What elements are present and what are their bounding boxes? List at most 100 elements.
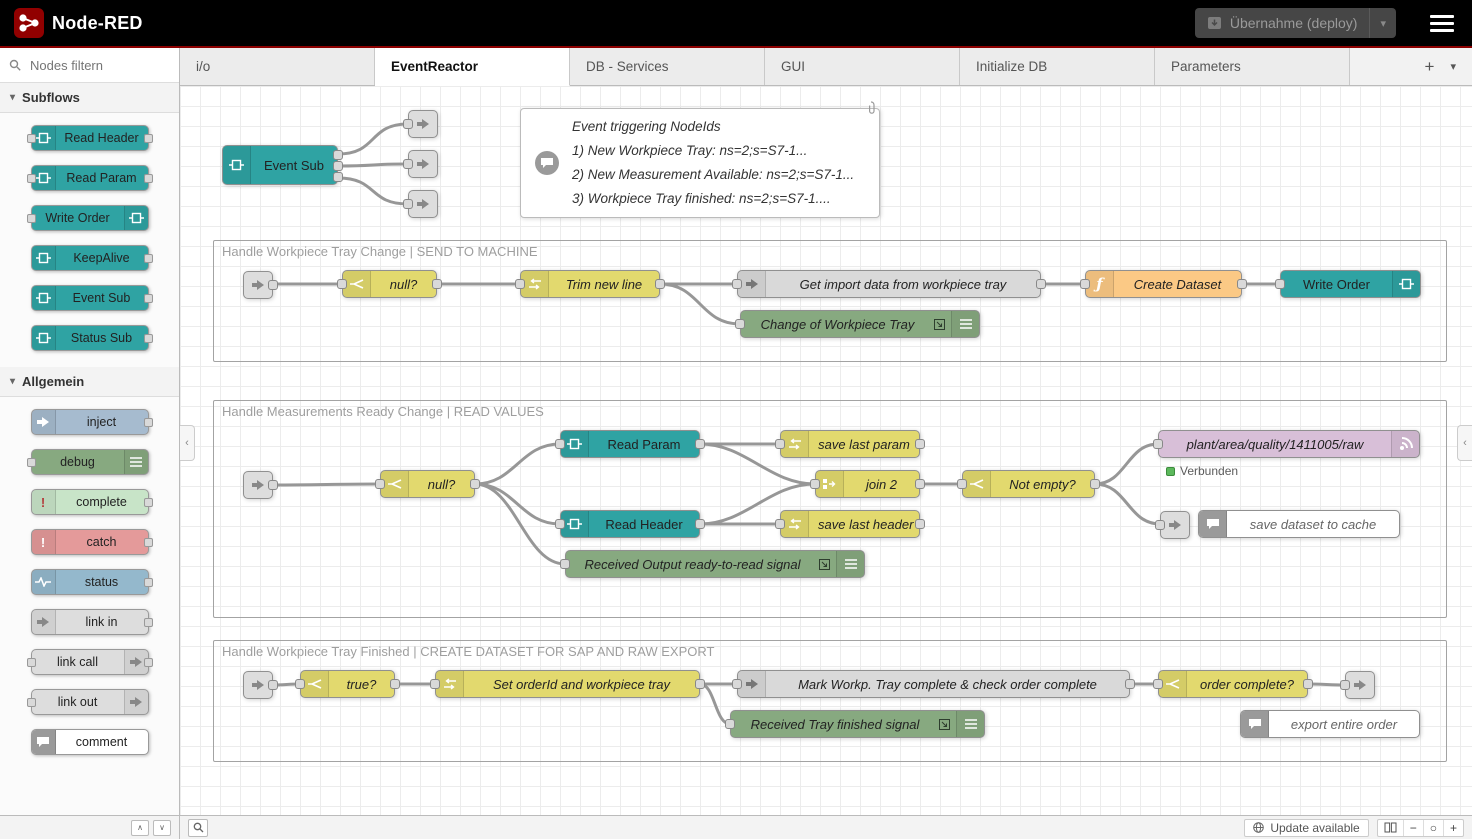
debug-sidebar-icon[interactable] [836, 551, 864, 577]
port-in[interactable] [775, 439, 785, 449]
tab-initialize-db[interactable]: Initialize DB [960, 48, 1155, 85]
flow-list-caret[interactable]: ▾ [1450, 61, 1456, 73]
link-in-node[interactable] [243, 271, 278, 299]
port-in[interactable] [810, 479, 820, 489]
tab-eventreactor[interactable]: EventReactor [375, 48, 570, 86]
palette-node-link-out[interactable]: link out [26, 689, 149, 715]
debug-node-change-of-workpiece-tray[interactable]: Change of Workpiece Tray [735, 310, 980, 338]
group-measurements-ready[interactable]: Handle Measurements Ready Change | READ … [213, 400, 1447, 618]
port-in[interactable] [403, 199, 413, 209]
palette-collapse-handle[interactable]: ‹ [180, 425, 195, 461]
port-in[interactable] [735, 319, 745, 329]
group-workpiece-tray-change[interactable]: Handle Workpiece Tray Change | SEND TO M… [213, 240, 1447, 362]
port-out[interactable] [1036, 279, 1046, 289]
port-in[interactable] [430, 679, 440, 689]
sidebar-expand-handle[interactable]: ‹ [1457, 425, 1472, 461]
debug-node-received-tray-finished[interactable]: Received Tray finished signal [725, 710, 985, 738]
change-node-trim-new-line[interactable]: Trim new line [515, 270, 665, 298]
port-out[interactable] [333, 161, 343, 171]
link-out-node[interactable] [403, 110, 438, 138]
link-out-node[interactable] [403, 190, 438, 218]
comment-node-save-dataset-to-cache[interactable]: save dataset to cache [1198, 510, 1400, 538]
port-out[interactable] [915, 519, 925, 529]
port-out[interactable] [333, 172, 343, 182]
tab-parameters[interactable]: Parameters [1155, 48, 1350, 85]
port-in[interactable] [1080, 279, 1090, 289]
port-out[interactable] [333, 150, 343, 160]
change-node-save-last-param[interactable]: save last param [775, 430, 925, 458]
debug-sidebar-icon[interactable] [951, 311, 979, 337]
port-out[interactable] [268, 680, 278, 690]
port-in[interactable] [1275, 279, 1285, 289]
port-in[interactable] [732, 279, 742, 289]
port-in[interactable] [403, 119, 413, 129]
tab-io[interactable]: i/o [180, 48, 375, 85]
port-out[interactable] [1303, 679, 1313, 689]
port-in[interactable] [725, 719, 735, 729]
palette-node-read-header[interactable]: Read Header [26, 125, 153, 151]
tab-gui[interactable]: GUI [765, 48, 960, 85]
palette-node-link-in[interactable]: link in [30, 609, 153, 635]
port-out[interactable] [268, 280, 278, 290]
port-out[interactable] [1090, 479, 1100, 489]
port-out[interactable] [695, 679, 705, 689]
port-in[interactable] [403, 159, 413, 169]
port-out[interactable] [915, 439, 925, 449]
zoom-in-button[interactable]: + [1442, 819, 1463, 836]
port-out[interactable] [432, 279, 442, 289]
palette-node-status[interactable]: status [30, 569, 153, 595]
debug-sidebar-icon[interactable] [956, 711, 984, 737]
port-in[interactable] [555, 439, 565, 449]
collapse-all-categories-button[interactable]: ∨ [153, 819, 171, 836]
port-in[interactable] [560, 559, 570, 569]
port-in[interactable] [337, 279, 347, 289]
palette-node-link-call[interactable]: link call [26, 649, 153, 675]
subflow-node-read-header[interactable]: Read Header [555, 510, 705, 538]
port-out[interactable] [390, 679, 400, 689]
update-available-badge[interactable]: Update available [1244, 818, 1369, 837]
palette-node-event-sub[interactable]: Event Sub [30, 285, 153, 311]
deploy-options-caret[interactable]: ▾ [1369, 8, 1396, 38]
palette-node-read-param[interactable]: Read Param [26, 165, 153, 191]
port-in[interactable] [1153, 439, 1163, 449]
deploy-button[interactable]: Übernahme (deploy) ▾ [1194, 8, 1396, 38]
port-in[interactable] [1155, 520, 1165, 530]
link-out-node[interactable] [1155, 511, 1190, 539]
port-out[interactable] [1125, 679, 1135, 689]
subflow-node-read-param[interactable]: Read Param [555, 430, 705, 458]
port-in[interactable] [515, 279, 525, 289]
change-node-save-last-header[interactable]: save last header [775, 510, 925, 538]
comment-sticky-note[interactable]: Event triggering NodeIds 1) New Workpiec… [520, 101, 880, 218]
debug-node-received-output-signal[interactable]: Received Output ready-to-read signal [560, 550, 865, 578]
zoom-reset-button[interactable]: ○ [1422, 819, 1443, 836]
port-in[interactable] [295, 679, 305, 689]
subflow-node-event-sub[interactable]: Event Sub [222, 145, 343, 185]
link-in-node[interactable] [243, 471, 278, 499]
port-in[interactable] [732, 679, 742, 689]
tab-db-services[interactable]: DB - Services [570, 48, 765, 85]
mqtt-out-node[interactable]: plant/area/quality/1411005/raw [1153, 430, 1420, 458]
join-node-join-2[interactable]: join 2 [810, 470, 925, 498]
palette-node-debug[interactable]: debug [26, 449, 149, 475]
port-out[interactable] [695, 439, 705, 449]
switch-node-true[interactable]: true? [295, 670, 400, 698]
flow-canvas[interactable]: Handle Workpiece Tray Change | SEND TO M… [180, 86, 1472, 815]
switch-node-order-complete[interactable]: order complete? [1153, 670, 1313, 698]
expand-all-categories-button[interactable]: ∧ [131, 819, 149, 836]
function-node-create-dataset[interactable]: ƒ Create Dataset [1080, 270, 1247, 298]
palette-search-input[interactable] [28, 56, 158, 74]
palette-node-catch[interactable]: ! catch [30, 529, 153, 555]
port-out[interactable] [655, 279, 665, 289]
palette-category-subflows[interactable]: ▾ Subflows [0, 83, 179, 113]
link-in-node[interactable] [243, 671, 278, 699]
search-flows-button[interactable] [188, 818, 208, 837]
port-in[interactable] [775, 519, 785, 529]
palette-node-inject[interactable]: inject [30, 409, 153, 435]
port-in[interactable] [1340, 680, 1350, 690]
palette-node-complete[interactable]: ! complete [30, 489, 153, 515]
palette-category-allgemein[interactable]: ▾ Allgemein [0, 367, 179, 397]
main-menu-button[interactable] [1430, 14, 1454, 32]
comment-node-export-entire-order[interactable]: export entire order [1240, 710, 1420, 738]
link-out-node[interactable] [1340, 671, 1375, 699]
group-workpiece-tray-finished[interactable]: Handle Workpiece Tray Finished | CREATE … [213, 640, 1447, 762]
